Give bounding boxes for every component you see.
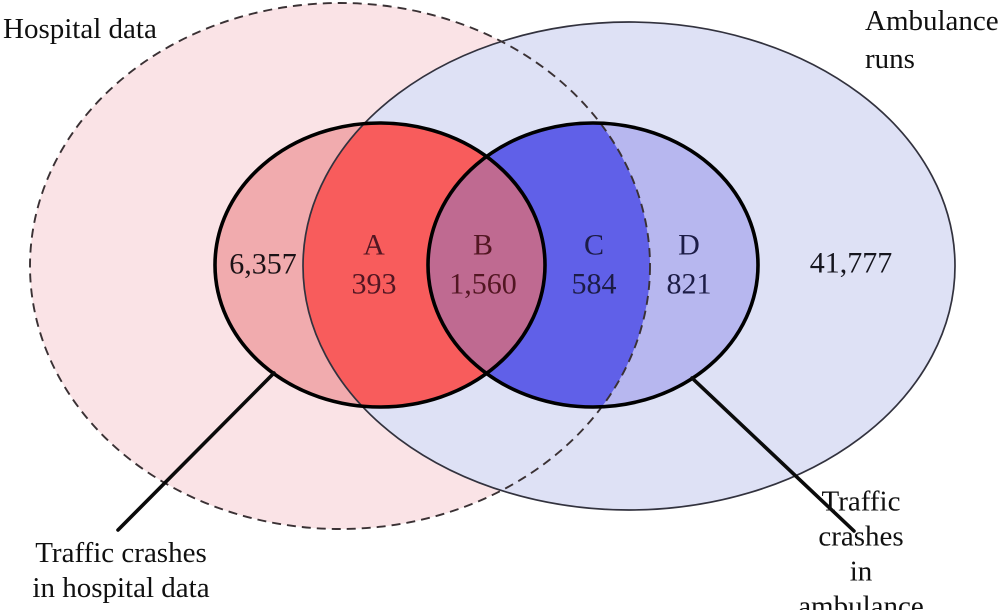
region-a-letter: A: [363, 228, 385, 262]
region-c-value: 584: [571, 267, 617, 301]
crashes-in-hospital-label: Traffic crashes in hospital data: [32, 537, 210, 604]
region-b-letter: B: [472, 228, 494, 262]
hospital-set-dashed-outline: [29, 2, 651, 530]
region-b-fill: [428, 123, 545, 407]
hospital-crash-circle-outline: [213, 121, 547, 409]
region-d-letter: D: [678, 228, 700, 262]
leader-line-right: [690, 376, 856, 533]
region-a-value: 393: [351, 267, 397, 301]
region-ambulance-only-value: 41,777: [809, 246, 893, 280]
leader-line-left: [116, 371, 276, 532]
ambulance-runs-label: Ambulance runs: [865, 5, 999, 75]
region-b-value: 1,560: [449, 267, 517, 301]
region-c-letter: C: [583, 228, 605, 262]
region-hospital-only-value: 6,357: [229, 247, 297, 281]
crashes-in-ambulance-label: Traffic crashes in ambulance data: [798, 485, 924, 610]
ambulance-set-outline: [302, 21, 956, 511]
region-d-value: 821: [666, 267, 712, 301]
ambulance-crash-circle-outline: [426, 121, 760, 409]
hospital-data-label: Hospital data: [3, 13, 157, 45]
